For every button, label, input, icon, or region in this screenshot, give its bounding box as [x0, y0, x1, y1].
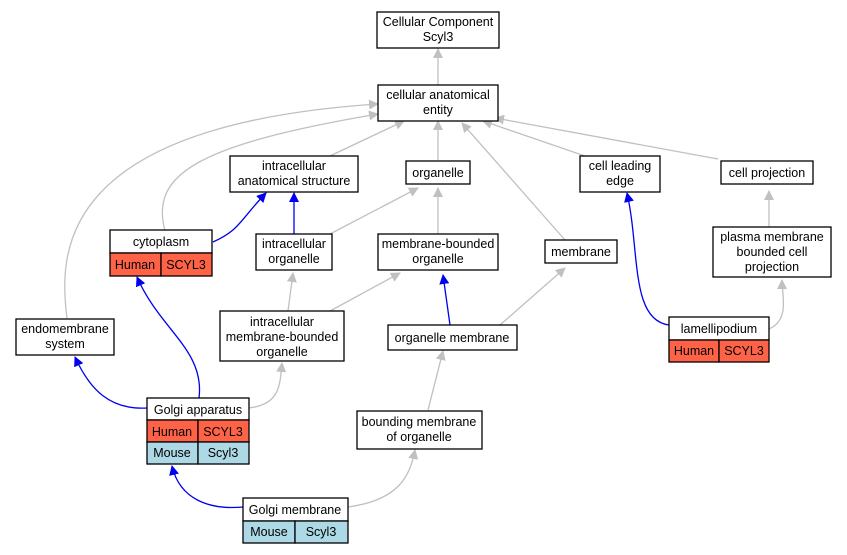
node-label: Golgi apparatus — [154, 403, 242, 417]
node-golgi-apparatus[interactable]: Golgi apparatus Human SCYL3 Mouse Scyl3 — [146, 397, 250, 465]
gene-label: SCYL3 — [166, 258, 206, 272]
gene-label: Scyl3 — [306, 525, 337, 539]
edge-om-membrane — [499, 267, 566, 326]
node-label: endomembrane — [21, 322, 109, 336]
node-cellular-component[interactable]: Cellular Component Scyl3 — [376, 11, 500, 49]
node-label: of organelle — [386, 430, 451, 444]
edge-leading-cae — [482, 119, 586, 157]
edge-golgi-cytoplasm — [136, 276, 201, 399]
mouse-gene-cell — [294, 520, 349, 544]
edge-ias-cae — [329, 120, 405, 157]
mouse-gene-cell — [197, 441, 250, 465]
node-cell-leading-edge[interactable]: cell leading edge — [579, 155, 661, 193]
node-label: bounded cell — [737, 245, 808, 259]
node-label: cellular anatomical — [386, 88, 490, 102]
node-label: system — [45, 337, 85, 351]
gene-cell — [160, 252, 213, 277]
edge-bmo-om — [427, 350, 446, 411]
edge-membrane-cae — [461, 122, 566, 241]
edge-lamelli-pmbcp — [768, 279, 788, 330]
node-intracellular-organelle[interactable]: intracellular organelle — [255, 233, 333, 271]
node-label: bounding membrane — [362, 415, 477, 429]
edge-om-mbo — [439, 274, 451, 326]
node-label: edge — [606, 174, 634, 188]
node-label: organelle — [268, 252, 319, 266]
node-label: membrane — [551, 245, 611, 259]
node-label: intracellular — [250, 315, 314, 329]
node-intracellular-membrane-bounded-organelle[interactable]: intracellular membrane-bounded organelle — [219, 310, 345, 362]
node-bounding-membrane-of-organelle[interactable]: bounding membrane of organelle — [356, 410, 483, 450]
edge-cytoplasm-ias — [212, 192, 267, 243]
node-label: plasma membrane — [720, 230, 824, 244]
node-membrane-bounded-organelle[interactable]: membrane-bounded organelle — [377, 233, 499, 271]
edge-golgi-endo — [74, 356, 148, 409]
node-membrane[interactable]: membrane — [544, 239, 618, 264]
gene-label: SCYL3 — [724, 344, 764, 358]
edge-cytoplasm-cae — [161, 110, 379, 232]
node-label: projection — [745, 260, 799, 274]
edge-imbo-io — [286, 272, 297, 312]
edge-gm-golgi — [169, 465, 244, 509]
node-endomembrane-system[interactable]: endomembrane system — [15, 318, 115, 356]
node-label: organelle — [256, 345, 307, 359]
node-label: Golgi membrane — [249, 503, 341, 517]
node-cell-projection[interactable]: cell projection — [720, 160, 814, 185]
node-cytoplasm[interactable]: cytoplasm Human SCYL3 — [109, 229, 213, 277]
node-label: Cellular Component — [383, 15, 494, 29]
node-organelle-membrane[interactable]: organelle membrane — [387, 324, 518, 351]
species-label: Human — [115, 258, 155, 272]
gene-cell — [718, 339, 770, 363]
edge-lamelli-leading — [624, 192, 670, 326]
node-label: lamellipodium — [681, 322, 757, 336]
node-label: organelle membrane — [395, 331, 510, 345]
node-label: membrane-bounded — [382, 237, 495, 251]
node-label: intracellular — [262, 159, 326, 173]
node-label: cytoplasm — [133, 235, 189, 249]
edge-gm-bmo — [347, 449, 419, 508]
edge-imbo-mbo — [329, 272, 401, 312]
node-label: intracellular — [262, 237, 326, 251]
node-label: cell projection — [729, 166, 805, 180]
species-label: Human — [674, 344, 714, 358]
nodes: Cellular Component Scyl3 cellular anatom… — [15, 11, 832, 544]
species-label: Mouse — [250, 525, 288, 539]
species-label: Mouse — [153, 446, 191, 460]
node-label: Scyl3 — [423, 30, 454, 44]
node-label: organelle — [412, 166, 463, 180]
node-label: membrane-bounded — [226, 330, 339, 344]
node-label: cell leading — [589, 159, 652, 173]
node-label: anatomical structure — [238, 174, 351, 188]
edge-golgi-imbo — [247, 362, 287, 409]
node-cellular-anatomical-entity[interactable]: cellular anatomical entity — [377, 84, 499, 122]
edge-endo-cae — [64, 99, 379, 319]
gene-label: Scyl3 — [208, 446, 239, 460]
node-golgi-membrane[interactable]: Golgi membrane Mouse Scyl3 — [242, 497, 349, 544]
node-label: entity — [423, 103, 454, 117]
node-plasma-membrane-bounded-cell-projection[interactable]: plasma membrane bounded cell projection — [712, 226, 832, 278]
gene-label: SCYL3 — [203, 425, 243, 439]
node-lamellipodium[interactable]: lamellipodium Human SCYL3 — [668, 316, 770, 363]
species-label: Human — [152, 425, 192, 439]
edge-io-organelle — [329, 187, 419, 235]
edges — [64, 48, 788, 509]
node-intracellular-anatomical-structure[interactable]: intracellular anatomical structure — [229, 155, 359, 193]
node-organelle[interactable]: organelle — [405, 160, 471, 185]
node-label: organelle — [412, 252, 463, 266]
edge-projection-cae — [494, 114, 719, 160]
